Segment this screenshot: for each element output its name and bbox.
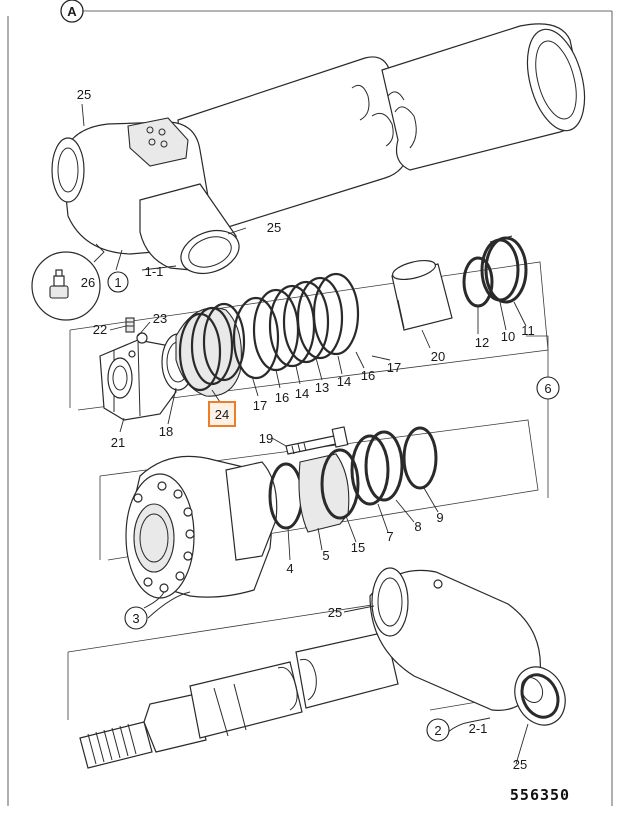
label-14: 14 xyxy=(295,386,309,401)
piston xyxy=(125,455,278,599)
label-23: 23 xyxy=(153,311,167,326)
callout-6: 6 xyxy=(536,376,560,400)
part-labels: 25 25 26 1 1-1 22 23 21 18 24 17 16 14 1… xyxy=(77,87,560,772)
piston-rod xyxy=(79,567,566,769)
bolt xyxy=(285,426,349,455)
callout-1: 1 xyxy=(107,271,129,293)
label-12: 12 xyxy=(475,335,489,350)
label-17: 17 xyxy=(387,360,401,375)
label-18: 18 xyxy=(159,424,173,439)
label-4: 4 xyxy=(286,561,293,576)
view-marker-label: A xyxy=(67,4,77,19)
label-25: 25 xyxy=(328,605,342,620)
label-21: 21 xyxy=(111,435,125,450)
label-15: 15 xyxy=(351,540,365,555)
label-16: 16 xyxy=(275,390,289,405)
label-6: 6 xyxy=(544,381,551,396)
label-24: 24 xyxy=(215,407,229,422)
label-13: 13 xyxy=(315,380,329,395)
label-1-1: 1-1 xyxy=(145,264,164,279)
label-11: 11 xyxy=(521,323,535,338)
callout-2: 2 xyxy=(426,718,450,742)
label-3: 3 xyxy=(132,611,139,626)
outer-frame xyxy=(7,10,613,806)
label-8: 8 xyxy=(414,519,421,534)
seal-stack xyxy=(175,272,360,397)
label-9: 9 xyxy=(436,510,443,525)
label-17: 17 xyxy=(253,398,267,413)
gland-nut xyxy=(99,317,177,421)
rings-12-10-11 xyxy=(462,235,528,308)
callout-24-highlight: 24 xyxy=(208,401,236,427)
label-22: 22 xyxy=(93,322,107,337)
cylinder-tube xyxy=(177,23,586,234)
label-1: 1 xyxy=(114,275,121,290)
leader-lines xyxy=(81,103,529,765)
cylinder-head-end xyxy=(51,117,240,275)
drawing-number: 556350 xyxy=(510,786,570,804)
bushing xyxy=(391,259,453,331)
label-14: 14 xyxy=(337,374,351,389)
label-16: 16 xyxy=(361,368,375,383)
callout-3: 3 xyxy=(124,606,148,630)
label-26: 26 xyxy=(81,275,95,290)
label-5: 5 xyxy=(322,548,329,563)
label-25: 25 xyxy=(513,757,527,772)
view-marker: A xyxy=(60,0,84,23)
label-10: 10 xyxy=(501,329,515,344)
label-20: 20 xyxy=(431,349,445,364)
label-25: 25 xyxy=(267,220,281,235)
label-2: 2 xyxy=(434,723,441,738)
label-7: 7 xyxy=(386,529,393,544)
label-19: 19 xyxy=(259,431,273,446)
label-25: 25 xyxy=(77,87,91,102)
grease-nipple-detail xyxy=(31,243,105,321)
label-2-1: 2-1 xyxy=(469,721,488,736)
piston-seals xyxy=(268,426,438,533)
